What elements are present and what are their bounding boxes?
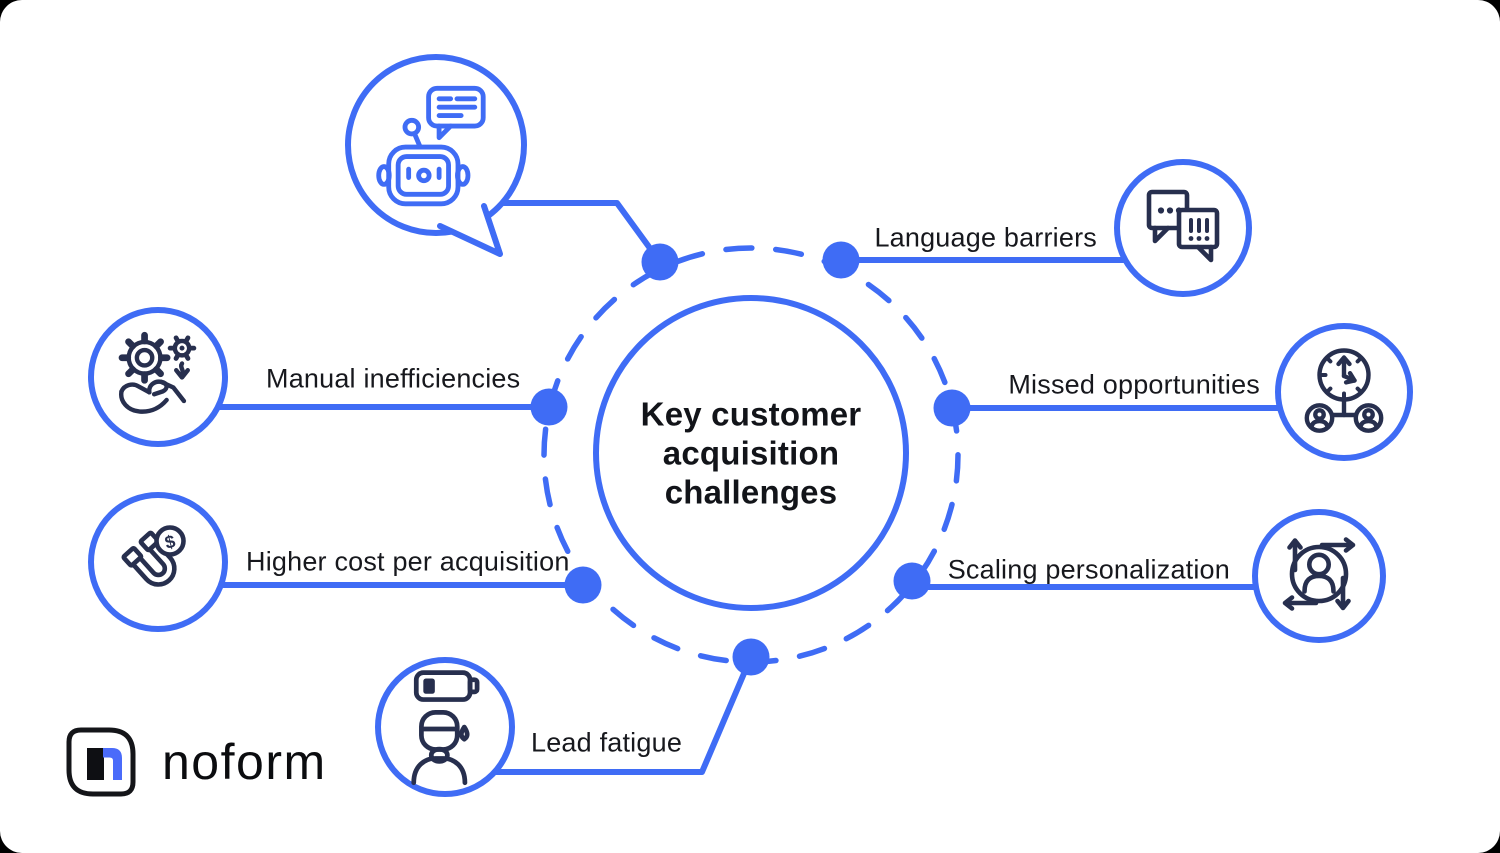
orbit-dot [933,389,971,427]
noform-logo-text: noform [162,734,327,790]
tired-person-low-battery-icon [411,670,480,786]
orbit-dot [893,562,931,600]
dollar-symbol: $ [163,531,178,553]
logo-n-arch [103,748,122,780]
logo-n-stem [87,748,104,780]
label-higher-cost-per-acquisition: Higher cost per acquisition [246,546,570,577]
connector-lead-fatigue [492,654,754,775]
label-missed-opportunities: Missed opportunities [1008,369,1260,400]
circle-manual-inefficiencies [88,307,228,447]
noform-logo-icon [66,727,136,797]
noform-logo: noform [66,727,327,797]
magnet-dollar-icon: $ [121,525,186,587]
hand-gears-icon [118,331,197,414]
connector-chatbot [499,200,663,265]
center-circle [593,295,909,611]
speech-bubbles-icon [1146,189,1220,263]
label-manual-inefficiencies: Manual inefficiencies [266,363,521,394]
chatbot-speech-bubble-icon [376,85,486,207]
center-title-line: acquisition [662,434,840,472]
orbit-dot [564,566,602,604]
center-title-line: Key customer [640,395,862,433]
label-language-barriers: Language barriers [874,222,1097,253]
center-title-line: challenges [664,473,838,511]
center-title: Key customer acquisition challenges [641,395,862,512]
orbit-dot [641,243,679,281]
circle-higher-cost [88,492,228,632]
label-lead-fatigue: Lead fatigue [531,727,683,758]
orbit-dot [822,241,860,279]
clock-contacts-icon [1304,348,1384,433]
connector-lines [215,200,1284,775]
orbit-dots [530,241,971,676]
orbit-dot [530,388,568,426]
logo-frame [66,727,136,797]
orbit-dot [732,638,770,676]
label-scaling-personalization: Scaling personalization [947,554,1230,585]
person-expand-arrows-icon [1282,537,1356,611]
chatbot-bubble-tail [437,203,503,257]
